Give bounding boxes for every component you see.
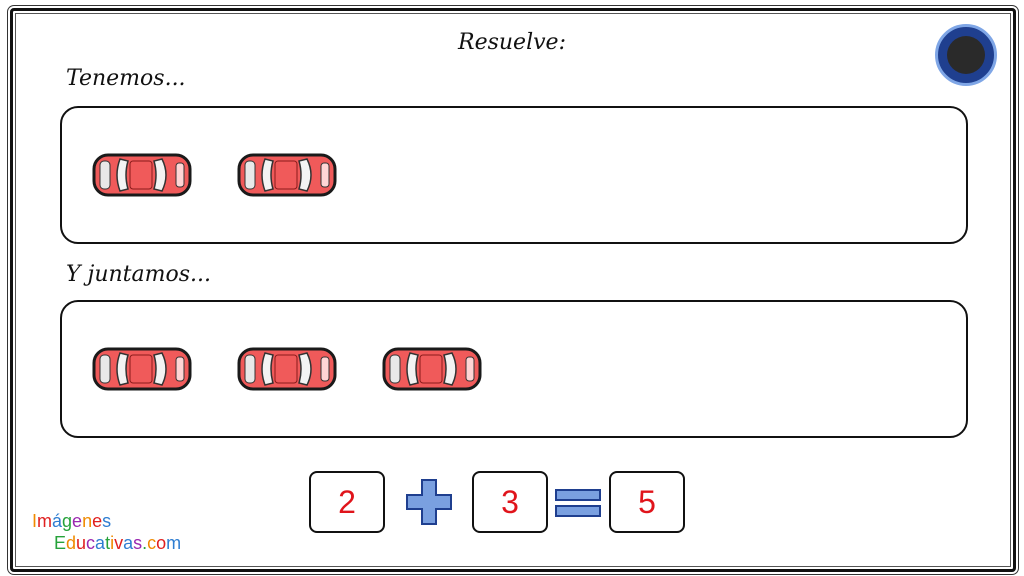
logo-letter: á	[52, 511, 63, 531]
logo-letter: c	[86, 533, 96, 553]
logo-letter: o	[156, 533, 167, 553]
logo-letter: s	[102, 511, 112, 531]
logo-letter: i	[110, 533, 115, 553]
logo-letter: n	[82, 511, 93, 531]
logo-letter: e	[72, 511, 83, 531]
logo-letter: u	[76, 533, 87, 553]
logo-line-2: Educativas.com	[32, 532, 181, 554]
section-2-label: Y juntamos...	[66, 262, 212, 287]
plus-icon	[406, 479, 452, 525]
badge-emblem-icon	[947, 36, 985, 74]
logo-letter: g	[62, 511, 73, 531]
addend-2-box: 3	[472, 471, 548, 533]
section-2-car-icon-2	[237, 345, 337, 393]
logo-letter: a	[123, 533, 134, 553]
page-border	[10, 8, 1016, 572]
section-2-panel	[60, 300, 968, 438]
logo-letter: t	[105, 533, 111, 553]
section-1-car-icon-1	[92, 151, 192, 199]
logo-letter: a	[95, 533, 106, 553]
imagenes-educativas-logo: Imágenes Educativas.com	[32, 510, 181, 554]
logo-letter: s	[133, 533, 143, 553]
logo-letter: m	[166, 533, 182, 553]
school-badge-logo	[935, 24, 997, 86]
logo-line-1: Imágenes	[32, 510, 181, 532]
logo-letter: d	[66, 533, 77, 553]
logo-letter: E	[54, 533, 67, 553]
result-box: 5	[609, 471, 685, 533]
section-1-label: Tenemos...	[66, 66, 186, 91]
addend-1-box: 2	[309, 471, 385, 533]
section-2-car-icon-1	[92, 345, 192, 393]
logo-letter: I	[32, 511, 38, 531]
logo-letter: c	[147, 533, 157, 553]
logo-letter: v	[114, 533, 124, 553]
section-2-car-icon-3	[382, 345, 482, 393]
section-1-panel	[60, 106, 968, 244]
logo-letter: e	[92, 511, 103, 531]
logo-letter: m	[37, 511, 53, 531]
page-title: Resuelve:	[458, 30, 566, 55]
logo-letter: .	[142, 533, 148, 553]
section-1-car-icon-2	[237, 151, 337, 199]
equals-icon	[555, 489, 601, 517]
